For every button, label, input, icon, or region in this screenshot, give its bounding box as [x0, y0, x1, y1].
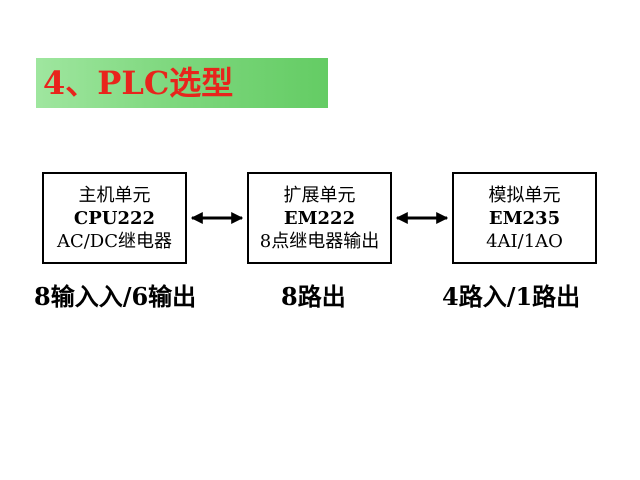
title-highlight-bar	[36, 58, 328, 108]
analog-unit-model: EM235	[488, 207, 561, 229]
analog-unit-spec: 4AI/1AO	[486, 230, 563, 252]
expansion-unit-model: EM222	[283, 207, 356, 229]
main-unit-spec: AC/DC继电器	[56, 230, 173, 252]
main-unit-io-label: 8输入入/6输出	[34, 282, 197, 311]
main-unit-model: CPU222	[73, 207, 156, 229]
expansion-unit-box: 扩展单元 EM222 8点继电器输出	[247, 172, 392, 264]
slide-title: 4、PLC选型	[43, 64, 234, 102]
main-unit-name: 主机单元	[78, 184, 151, 206]
expansion-unit-spec: 8点继电器输出	[259, 230, 380, 252]
analog-unit-box: 模拟单元 EM235 4AI/1AO	[452, 172, 597, 264]
expansion-unit-io-label: 8路出	[281, 282, 346, 311]
main-unit-box: 主机单元 CPU222 AC/DC继电器	[42, 172, 187, 264]
analog-unit-io-label: 4路入/1路出	[442, 282, 581, 311]
analog-unit-name: 模拟单元	[488, 184, 561, 206]
expansion-unit-name: 扩展单元	[283, 184, 356, 206]
